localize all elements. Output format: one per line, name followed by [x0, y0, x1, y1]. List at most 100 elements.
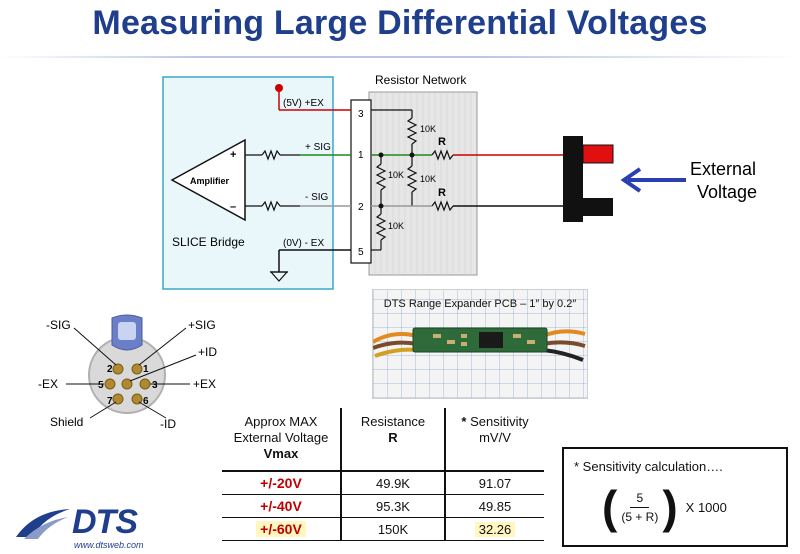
- terminal-block: [563, 136, 583, 222]
- terminal-red: [582, 144, 614, 164]
- amplifier-symbol: [170, 138, 246, 222]
- bridge-label: SLICE Bridge: [172, 235, 245, 249]
- resistor-10k-left: [375, 163, 387, 191]
- terminal-black: [583, 198, 613, 216]
- title-underline: [0, 56, 800, 58]
- pin-num-7: 7: [107, 396, 113, 407]
- formula-open-paren: (: [602, 481, 618, 533]
- connector-pin-7: [112, 393, 124, 405]
- table-header-row: Approx MAX External Voltage Vmax Resista…: [222, 408, 544, 472]
- conn-label-minus-id: -ID: [160, 417, 176, 431]
- header-resistance-line1: Resistance: [360, 414, 426, 429]
- pin-strip: [350, 99, 372, 264]
- vmax-cell: +/-20V: [222, 471, 341, 495]
- formula-fraction: 5 (5 + R): [621, 491, 658, 524]
- calc-formula: ( 5 (5 + R) ) X 1000: [602, 481, 727, 533]
- resistor-r-bottom: [431, 200, 454, 212]
- conn-label-minus-sig: -SIG: [46, 318, 71, 332]
- external-voltage-label-2: Voltage: [697, 182, 757, 202]
- resistor-10k-right: [406, 165, 418, 193]
- pin-num-5: 5: [98, 380, 104, 391]
- sig-plus-label: + SIG: [305, 142, 331, 153]
- pin-1: 1: [358, 150, 364, 161]
- ex-plus-label: (5V) +EX: [283, 98, 324, 109]
- pcb-chip: [479, 332, 503, 348]
- pin-num-1: 1: [143, 364, 149, 375]
- header-resistance: Resistance R: [340, 408, 445, 472]
- resistor-10k-left-label: 10K: [388, 170, 404, 180]
- table-row: +/-20V 49.9K 91.07: [222, 471, 544, 495]
- sig-plus-resistor: [261, 149, 281, 161]
- dts-swoosh-icon: [16, 509, 70, 539]
- formula-multiplier: X 1000: [685, 499, 727, 515]
- resistor-10k-right-label: 10K: [420, 174, 436, 184]
- resistor-network-label: Resistor Network: [375, 73, 467, 87]
- conn-label-shield: Shield: [50, 415, 83, 429]
- dts-logo: DTS www.dtsweb.com: [14, 503, 164, 551]
- sensitivity-cell: 91.07: [444, 471, 544, 495]
- vmax-cell: +/-60V: [222, 517, 341, 541]
- resistor-10k-bottom-label: 10K: [388, 221, 404, 231]
- amp-plus-label: +: [230, 149, 236, 161]
- external-voltage-label-1: External: [690, 159, 756, 179]
- connector-pin-3: [139, 378, 151, 390]
- vmax-highlight: +/-60V: [256, 521, 306, 537]
- sig-minus-resistor: [261, 200, 281, 212]
- header-vmax-line2: External Voltage: [233, 430, 329, 445]
- header-sensitivity: * Sensitivity mV/V: [444, 408, 544, 472]
- pin-num-6: 6: [143, 396, 149, 407]
- header-sens-label: Sensitivity: [470, 414, 529, 429]
- ex-source-dot: [275, 84, 283, 92]
- sig-minus-label: - SIG: [305, 192, 329, 203]
- pcb-photo: DTS Range Expander PCB – 1″ by 0.2″: [372, 289, 588, 399]
- formula-close-paren: ): [662, 481, 678, 533]
- resistor-r-top: [431, 149, 454, 161]
- connector-pin-1: [131, 363, 143, 375]
- vmax-cell: +/-40V: [222, 494, 341, 518]
- resistor-r-bottom-label: R: [438, 187, 446, 199]
- formula-denominator: (5 + R): [621, 509, 659, 524]
- connector-pin-center: [121, 378, 133, 390]
- pin-3: 3: [358, 109, 364, 120]
- pin-num-2: 2: [107, 364, 113, 375]
- connector-pin-6: [131, 393, 143, 405]
- header-resistance-line2: R: [388, 430, 398, 445]
- logo-url: www.dtsweb.com: [74, 540, 144, 550]
- resistance-cell: 150K: [340, 517, 445, 541]
- pin-2: 2: [358, 202, 364, 213]
- amplifier-label: Amplifier: [190, 176, 230, 186]
- page-title: Measuring Large Differential Voltages: [92, 4, 708, 42]
- header-sensitivity-line2: mV/V: [479, 430, 511, 445]
- calc-title: * Sensitivity calculation….: [574, 459, 723, 474]
- resistor-10k-bottom: [375, 213, 387, 241]
- formula-numerator: 5: [630, 491, 650, 508]
- conn-label-minus-ex: -EX: [38, 377, 58, 391]
- pin-num-3: 3: [152, 380, 158, 391]
- conn-label-plus-id: +ID: [198, 345, 217, 359]
- pin-5: 5: [358, 247, 364, 258]
- header-vmax: Approx MAX External Voltage Vmax: [222, 408, 341, 472]
- logo-text: DTS: [72, 503, 138, 541]
- sensitivity-cell: 32.26: [444, 517, 544, 541]
- header-sensitivity-line1: * Sensitivity: [446, 414, 544, 430]
- conn-label-plus-ex: +EX: [193, 377, 216, 391]
- ex-minus-label: (0V) - EX: [283, 238, 324, 249]
- table-row: +/-60V 150K 32.26: [222, 517, 544, 541]
- connector-pin-5: [104, 378, 116, 390]
- sensitivity-highlight: 32.26: [474, 521, 516, 537]
- header-vmax-line1: Approx MAX: [244, 414, 318, 429]
- pcb-photo-caption: DTS Range Expander PCB – 1″ by 0.2″: [383, 298, 577, 310]
- resistance-cell: 49.9K: [340, 471, 445, 495]
- sensitivity-calc-box: * Sensitivity calculation…. ( 5 (5 + R) …: [562, 447, 788, 547]
- sensitivity-cell: 49.85: [444, 494, 544, 518]
- header-vmax-line3: Vmax: [263, 446, 299, 461]
- conn-label-plus-sig: +SIG: [188, 318, 216, 332]
- resistor-10k-top-label: 10K: [420, 124, 436, 134]
- amp-minus-label: –: [230, 201, 236, 213]
- pcb-image: [373, 327, 586, 362]
- resistor-10k-top: [406, 117, 418, 145]
- resistance-cell: 95.3K: [340, 494, 445, 518]
- resistor-r-top-label: R: [438, 136, 446, 148]
- arrow-icon: [620, 167, 642, 193]
